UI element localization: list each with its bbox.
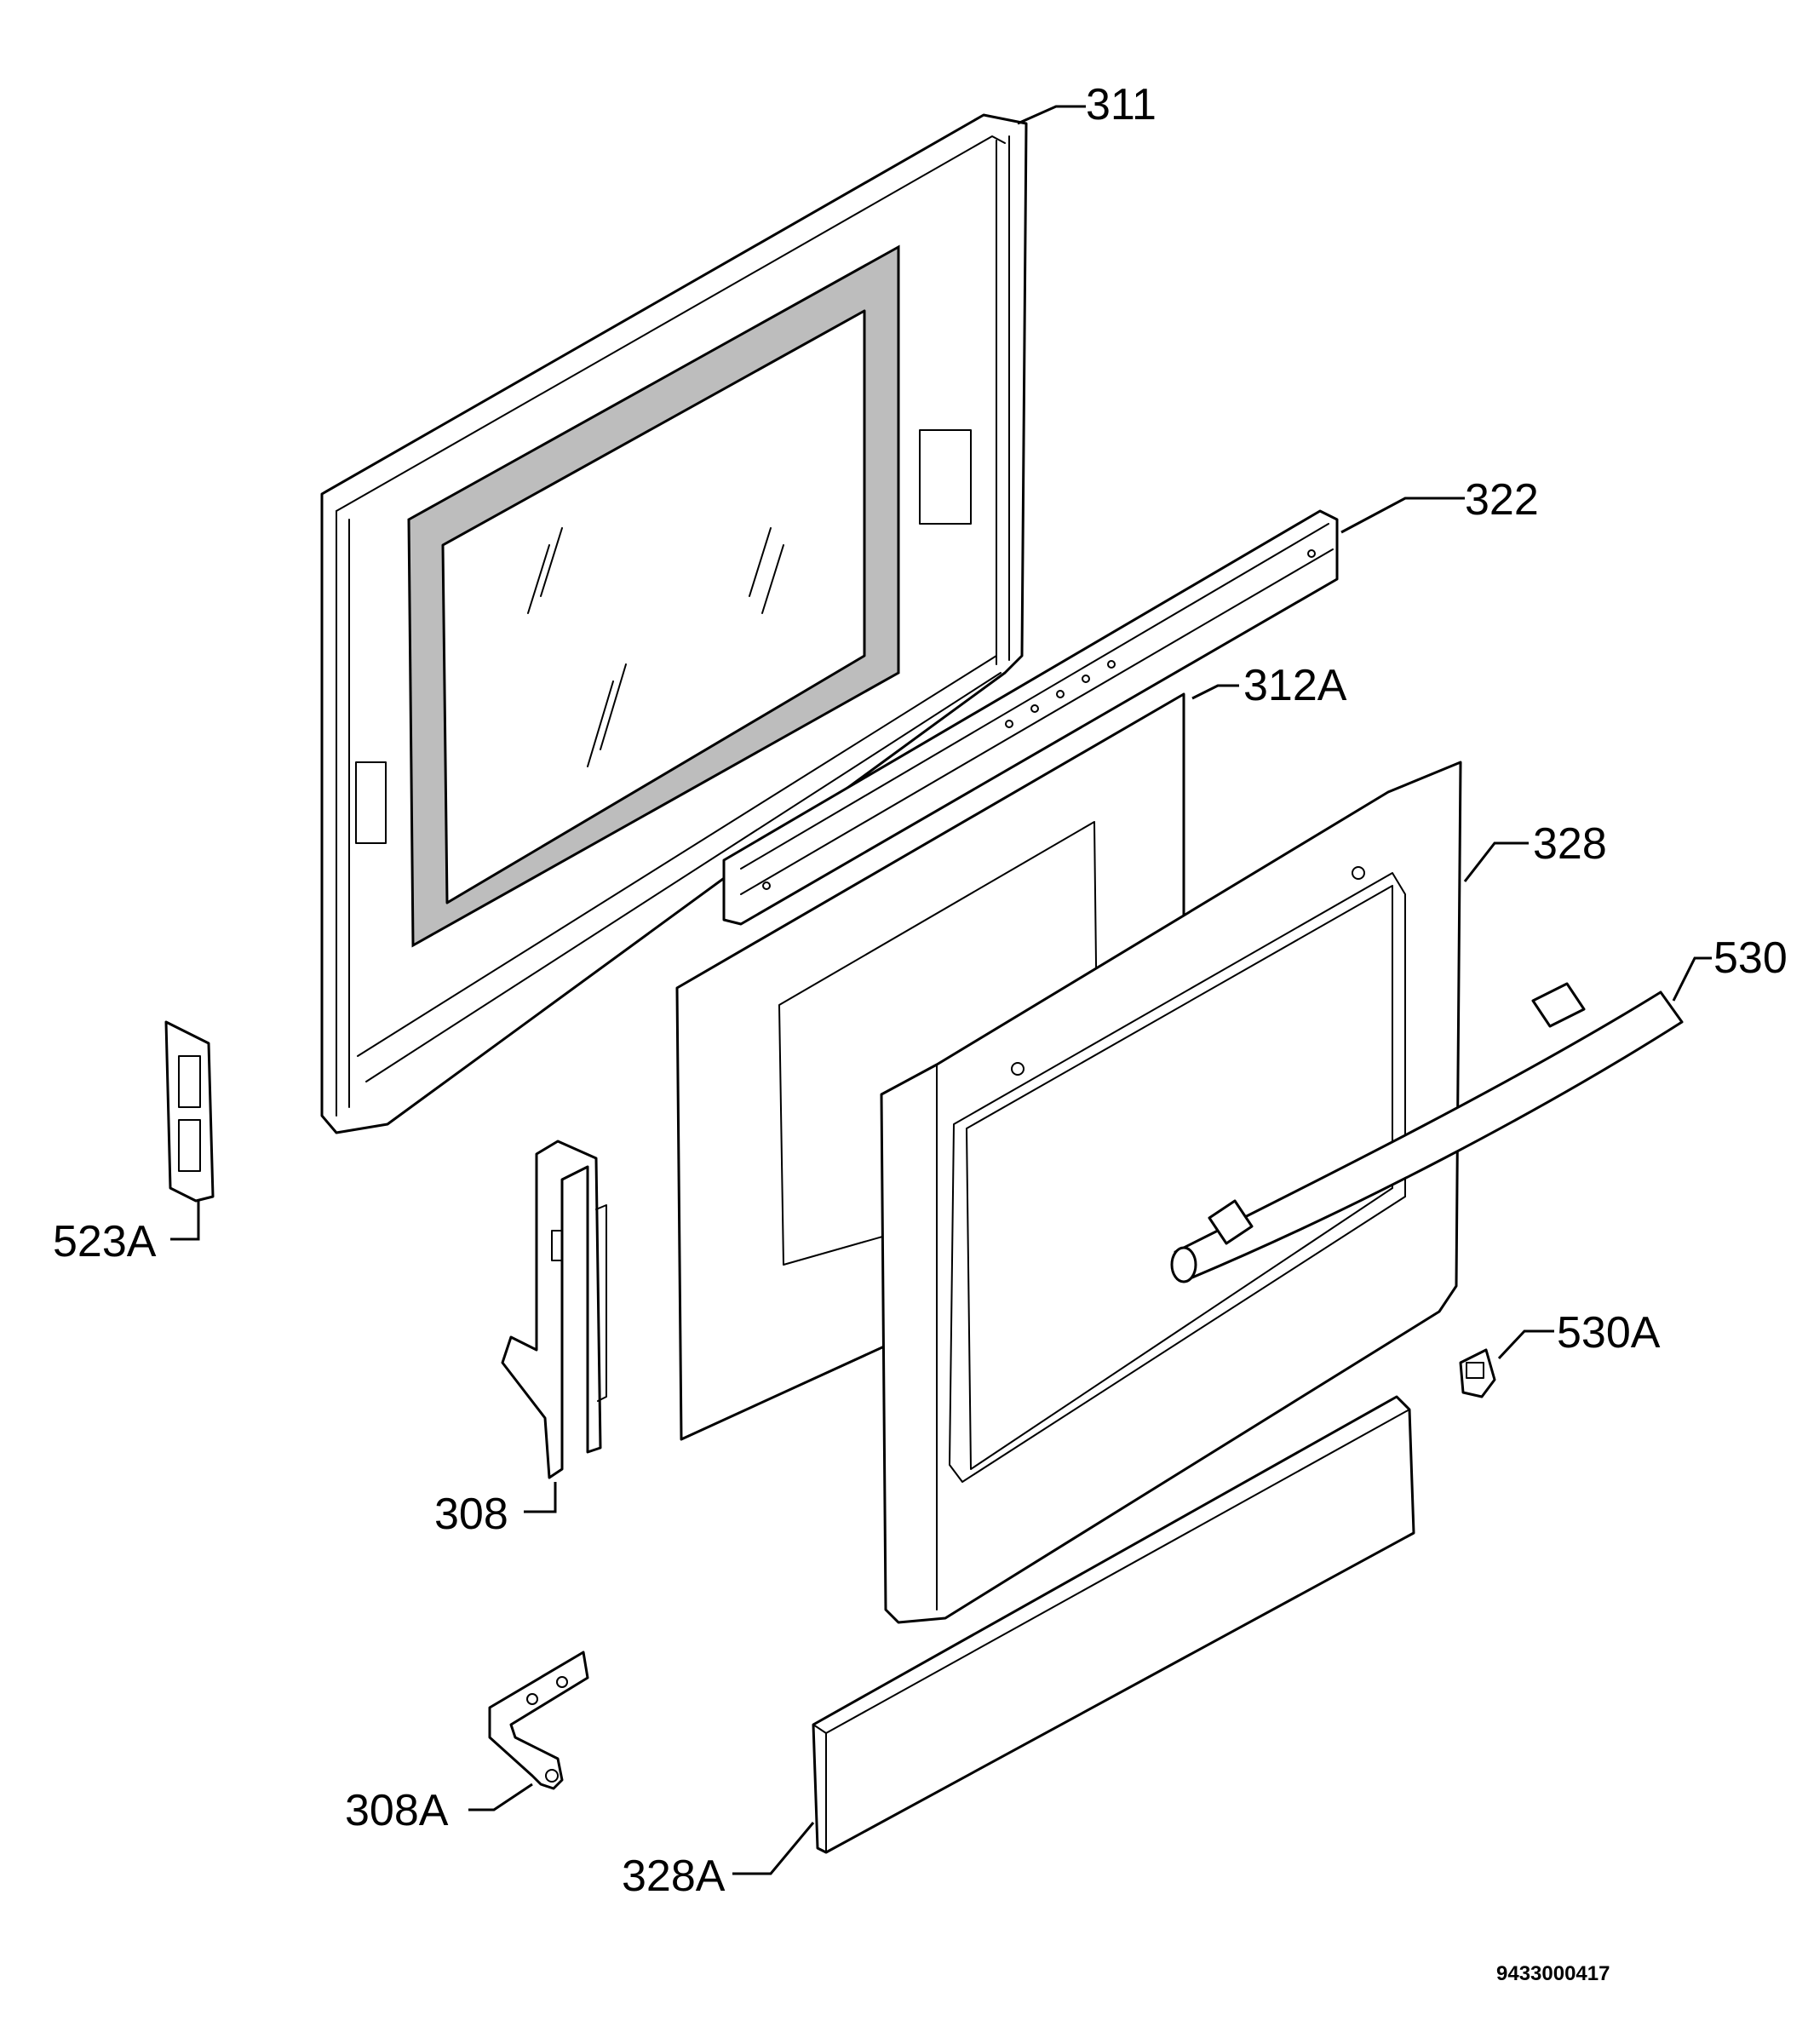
callout-308a: 308A (345, 1786, 449, 1835)
callout-530a: 530A (1557, 1308, 1661, 1358)
leader-530 (1672, 956, 1712, 1002)
drawing-number: 9433000417 (1496, 1962, 1610, 1985)
part-322-door-rail (722, 509, 1339, 926)
part-328-outer-door-panel (880, 761, 1462, 1624)
part-308a-hinge-bracket (488, 1651, 589, 1790)
leader-lines (170, 105, 1712, 1875)
leader-530a (1497, 1329, 1554, 1360)
leader-523a (170, 1201, 200, 1241)
leader-322 (1340, 497, 1465, 534)
part-311-inner-door-frame (320, 113, 1028, 1134)
callout-328a: 328A (622, 1852, 726, 1901)
part-530a-end-cap (1459, 1348, 1496, 1398)
part-328a-bottom-trim (812, 1395, 1415, 1854)
callout-530: 530 (1713, 933, 1788, 983)
callout-322: 322 (1465, 475, 1539, 525)
part-308-hinge (501, 1140, 607, 1479)
leader-328 (1463, 841, 1529, 882)
leader-311 (1017, 105, 1086, 125)
callout-328: 328 (1533, 819, 1607, 869)
part-530-door-handle (1170, 982, 1684, 1283)
callout-311: 311 (1086, 80, 1157, 129)
callout-312a: 312A (1243, 661, 1347, 710)
callout-308: 308 (434, 1490, 508, 1539)
leader-312a (1191, 684, 1239, 700)
leader-328a (732, 1822, 815, 1875)
leader-308a (468, 1783, 533, 1811)
part-523a-latch (164, 1020, 215, 1203)
callout-523a: 523A (53, 1217, 157, 1266)
leader-308 (524, 1482, 557, 1513)
